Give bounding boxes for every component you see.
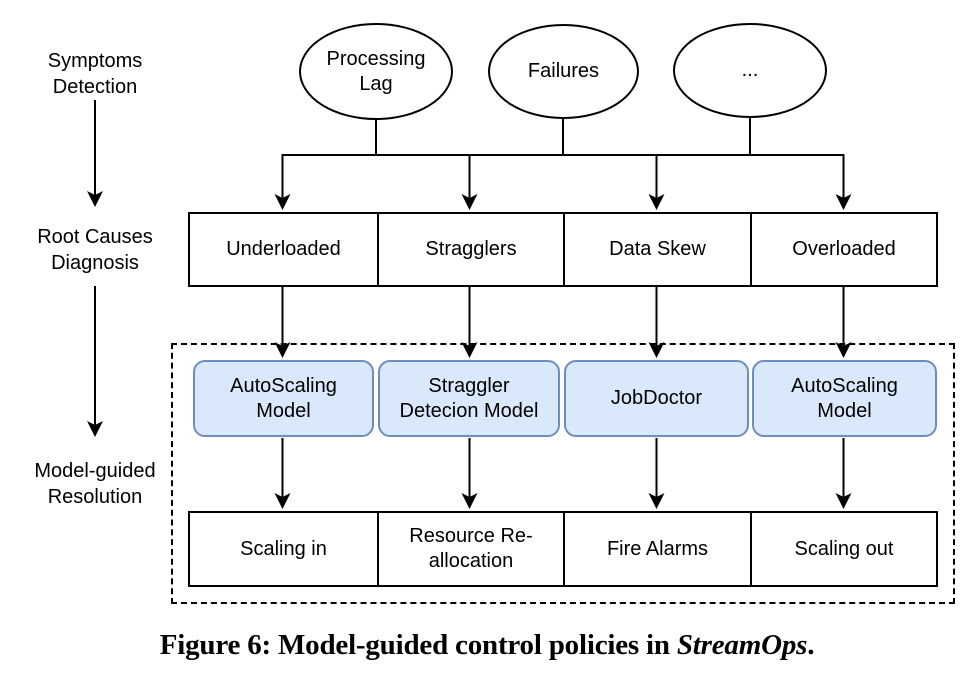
model-label: Straggler Detecion Model	[399, 374, 539, 422]
rootcause-label: Underloaded	[226, 238, 341, 260]
model-label: JobDoctor	[610, 387, 703, 409]
stage-label-symptoms-detection: Symptoms Detection	[47, 50, 143, 98]
rootcause-label: Stragglers	[425, 238, 517, 260]
arrow-rootcauses-to-resolution	[87, 286, 103, 437]
rootcause-node-overloaded: Overloaded	[750, 212, 938, 287]
figure-caption: Figure 6: Model-guided control policies …	[0, 629, 974, 662]
symptom-node-more: ...	[673, 23, 827, 118]
resolution-node-resource-reallocation: Resource Re- allocation	[377, 511, 565, 587]
stage-label-root-causes-diagnosis: Root Causes Diagnosis	[37, 226, 153, 274]
caption-prefix: Figure 6: Model-guided control policies …	[159, 629, 677, 661]
model-to-resolution-arrows	[274, 438, 852, 509]
resolution-label: Fire Alarms	[606, 537, 709, 560]
resolution-node-scaling-in: Scaling in	[188, 511, 379, 587]
symptom-label: Failures	[527, 60, 600, 82]
caption-suffix: .	[807, 629, 815, 661]
symptom-node-processing-lag: Processing Lag	[299, 23, 453, 120]
symptom-label: Processing Lag	[326, 47, 426, 95]
rootcause-label: Data Skew	[609, 238, 706, 260]
model-guided-resolution-frame	[171, 343, 955, 604]
resolution-label: Scaling in	[240, 537, 327, 560]
arrow-symptoms-to-rootcauses	[87, 100, 103, 207]
rootcause-node-data-skew: Data Skew	[563, 212, 752, 287]
resolution-label: Scaling out	[794, 537, 894, 560]
model-label: AutoScaling Model	[791, 374, 898, 422]
symptom-label: ...	[741, 59, 759, 81]
resolution-label: Resource Re- allocation	[409, 525, 533, 572]
model-node-autoscaling-right: AutoScaling Model	[752, 360, 937, 437]
model-label: AutoScaling Model	[230, 374, 337, 422]
resolution-node-fire-alarms: Fire Alarms	[563, 511, 752, 587]
model-node-autoscaling-left: AutoScaling Model	[193, 360, 374, 437]
rootcause-node-underloaded: Underloaded	[188, 212, 379, 287]
caption-emphasis: StreamOps	[676, 629, 808, 661]
model-node-jobdoctor: JobDoctor	[564, 360, 749, 437]
rootcause-to-model-arrows	[274, 286, 852, 358]
symptom-connector-tree	[274, 118, 852, 210]
model-node-straggler-detection: Straggler Detecion Model	[378, 360, 560, 437]
rootcause-node-stragglers: Stragglers	[377, 212, 565, 287]
resolution-node-scaling-out: Scaling out	[750, 511, 938, 587]
symptom-node-failures: Failures	[488, 24, 639, 119]
rootcause-label: Overloaded	[792, 238, 896, 260]
stage-label-model-guided-resolution: Model-guided Resolution	[34, 460, 156, 508]
